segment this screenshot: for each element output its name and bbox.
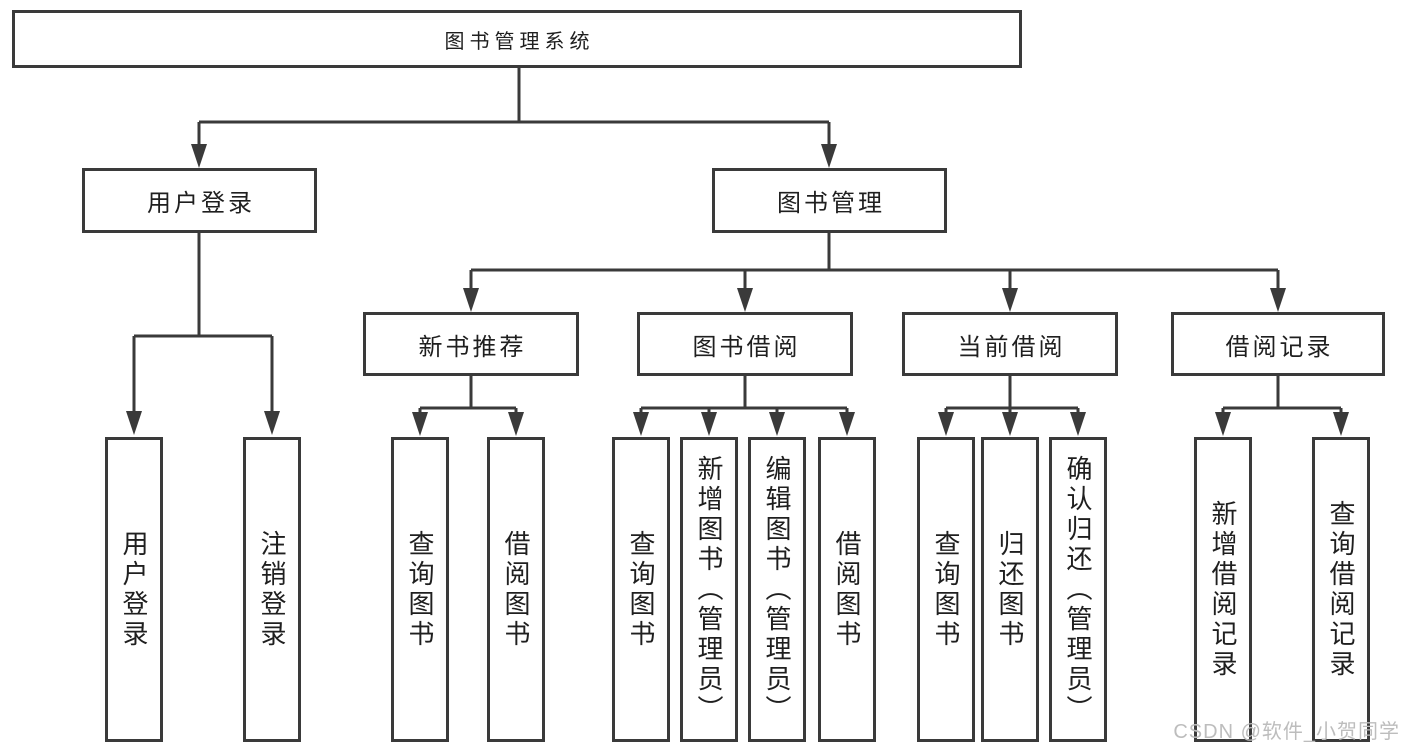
leaf-logout: 注销登录 xyxy=(243,437,301,742)
csdn-watermark: CSDN @软件_小贺同学 xyxy=(1173,721,1400,743)
arrowhead-icons xyxy=(126,144,1349,436)
leaf-user-login: 用户登录 xyxy=(105,437,163,742)
node-label: 注销登录 xyxy=(257,529,287,650)
leaf-edit-books-admin: 编辑图书（管理员） xyxy=(748,437,806,742)
leaf-add-borrow-record: 新增借阅记录 xyxy=(1194,437,1252,742)
node-label: 新增图书（管理员） xyxy=(694,454,724,725)
leaf-rec-borrow-books: 借阅图书 xyxy=(487,437,545,742)
node-label: 查询借阅记录 xyxy=(1326,499,1356,680)
leaf-current-query-books: 查询图书 xyxy=(917,437,975,742)
node-label: 查询图书 xyxy=(626,529,656,650)
node-label: 用户登录 xyxy=(147,190,255,217)
leaf-borrow-query-books: 查询图书 xyxy=(612,437,670,742)
node-label: 查询图书 xyxy=(405,529,435,650)
node-label: 确认归还（管理员） xyxy=(1063,454,1093,725)
node-user-login-branch: 用户登录 xyxy=(82,168,317,233)
connector-segments xyxy=(132,68,1343,414)
node-label: 新书推荐 xyxy=(418,333,527,361)
node-label: 查询图书 xyxy=(931,529,961,650)
node-current-borrowing: 当前借阅 xyxy=(902,312,1118,376)
node-book-borrowing: 图书借阅 xyxy=(637,312,853,376)
node-label: 借阅图书 xyxy=(832,529,862,650)
leaf-rec-query-books: 查询图书 xyxy=(391,437,449,742)
node-label: 当前借阅 xyxy=(957,333,1066,361)
node-book-management-branch: 图书管理 xyxy=(712,168,947,233)
node-label: 归还图书 xyxy=(995,529,1025,650)
node-label: 图书管理系统 xyxy=(444,30,595,53)
node-label: 图书借阅 xyxy=(692,333,801,361)
node-label: 新增借阅记录 xyxy=(1208,499,1238,680)
leaf-borrow-books: 借阅图书 xyxy=(818,437,876,742)
leaf-confirm-return-admin: 确认归还（管理员） xyxy=(1049,437,1107,742)
leaf-query-borrow-record: 查询借阅记录 xyxy=(1312,437,1370,742)
leaf-add-books-admin: 新增图书（管理员） xyxy=(680,437,738,742)
node-label: 借阅图书 xyxy=(501,529,531,650)
node-new-book-recommend: 新书推荐 xyxy=(363,312,579,376)
node-label: 用户登录 xyxy=(119,529,149,650)
node-label: 借阅记录 xyxy=(1225,333,1334,361)
node-library-system: 图书管理系统 xyxy=(12,10,1022,68)
node-borrowing-records: 借阅记录 xyxy=(1171,312,1385,376)
node-label: 图书管理 xyxy=(777,190,885,217)
leaf-return-books: 归还图书 xyxy=(981,437,1039,742)
node-label: 编辑图书（管理员） xyxy=(762,454,792,725)
